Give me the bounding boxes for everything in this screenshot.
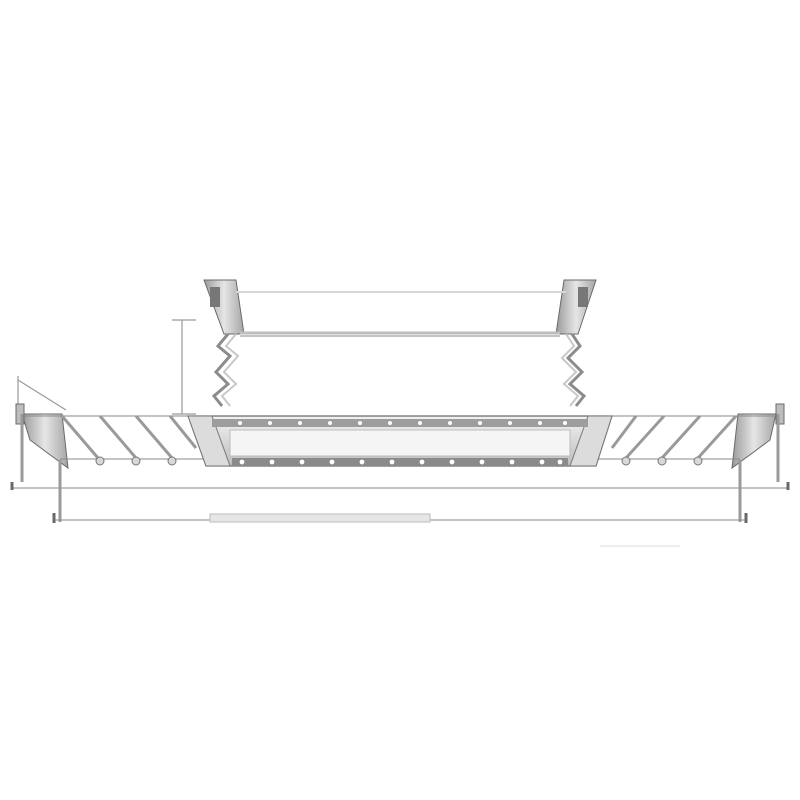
scissor-lift-icon [211,333,587,407]
led-row-top [238,421,567,425]
right-side-frame [731,403,785,482]
ceiling-bracket-icon [203,279,597,337]
left-rungs [60,415,198,459]
width-marker [17,376,67,412]
hanging-bar-icon [10,460,790,523]
height-marker [172,319,196,415]
light-panel-icon [187,415,613,467]
led-row-bottom [239,459,563,465]
hanger-knobs [95,456,703,466]
right-rungs [610,414,738,460]
